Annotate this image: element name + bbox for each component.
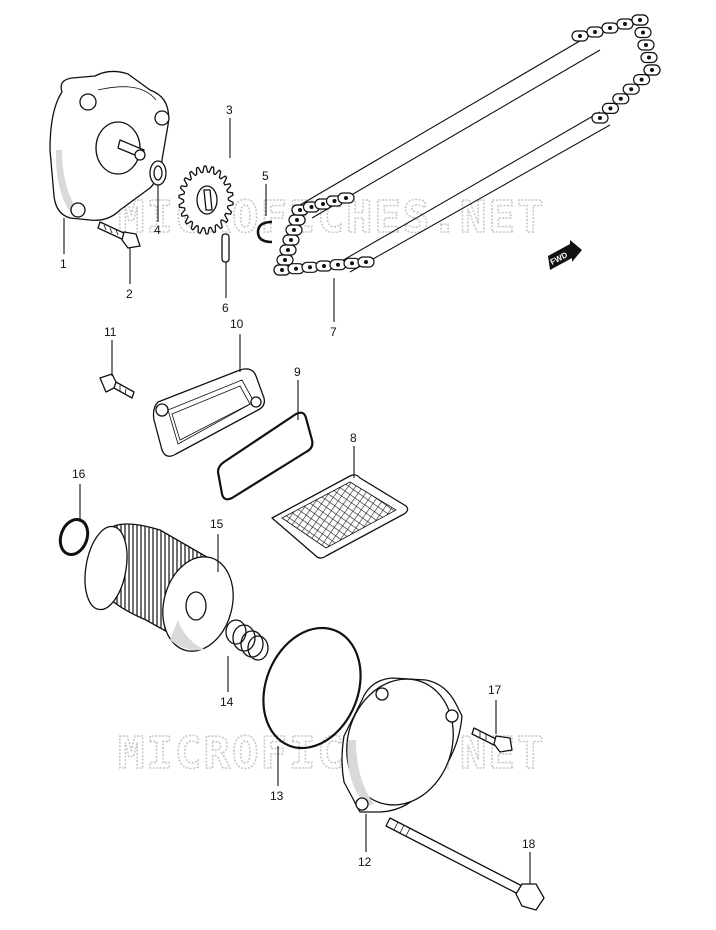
strainer-gasket bbox=[216, 411, 314, 501]
chain-pin bbox=[309, 205, 314, 209]
chain-pin bbox=[647, 55, 651, 60]
callout-2: 2 bbox=[126, 287, 133, 301]
chain-pin bbox=[618, 96, 623, 101]
callout-14: 14 bbox=[220, 695, 234, 709]
chain-pin bbox=[321, 202, 325, 206]
callout-11: 11 bbox=[104, 325, 117, 339]
chain-pin bbox=[598, 116, 602, 120]
callouts: 1 2 3 4 5 6 7 8 9 10 11 12 13 14 15 16 1… bbox=[60, 103, 536, 869]
fwd-arrow-icon: FWD bbox=[548, 240, 582, 270]
callout-8: 8 bbox=[350, 431, 357, 445]
callout-18: 18 bbox=[522, 837, 536, 851]
oil-pump-gear bbox=[178, 165, 234, 235]
bolt-pump bbox=[97, 221, 141, 249]
chain-pin bbox=[608, 106, 613, 111]
callout-4: 4 bbox=[154, 223, 161, 237]
callout-5: 5 bbox=[262, 169, 269, 183]
chain-pin bbox=[298, 208, 302, 212]
oil-filter bbox=[84, 523, 234, 652]
chain-pin bbox=[332, 199, 337, 203]
chain-pin bbox=[292, 228, 296, 232]
callout-1: 1 bbox=[60, 257, 67, 271]
chain-pin bbox=[336, 262, 340, 267]
bolt-strainer bbox=[99, 373, 135, 399]
o-ring-large bbox=[262, 626, 362, 750]
pin bbox=[221, 233, 230, 263]
chain-pin bbox=[578, 34, 582, 38]
chain-pin bbox=[650, 68, 654, 72]
bolt-cover bbox=[471, 727, 513, 753]
chain-pin bbox=[286, 248, 290, 252]
chain-pin bbox=[364, 260, 368, 264]
oil-pump-body bbox=[49, 70, 170, 221]
chain-pin bbox=[629, 87, 634, 92]
callout-17: 17 bbox=[488, 683, 502, 697]
callout-7: 7 bbox=[330, 325, 337, 339]
cam-chain bbox=[273, 14, 661, 276]
chain-pin bbox=[289, 238, 293, 242]
chain-pin bbox=[639, 77, 644, 82]
bolt-long bbox=[385, 817, 545, 911]
watermark-bottom: MICROFICHES.NET bbox=[118, 728, 545, 779]
leader-lines bbox=[63, 118, 531, 884]
chain-pin bbox=[644, 43, 648, 47]
chain-pin bbox=[280, 268, 284, 272]
washer bbox=[149, 160, 167, 186]
chain-pin bbox=[308, 265, 312, 270]
chain-pin bbox=[608, 26, 612, 30]
chain-pin bbox=[638, 18, 642, 22]
chain-pin bbox=[593, 30, 597, 34]
chain-pin bbox=[641, 30, 645, 35]
callout-10: 10 bbox=[230, 317, 244, 331]
circlip bbox=[256, 220, 273, 244]
chain-pin bbox=[350, 261, 354, 266]
oil-strainer-plate bbox=[152, 368, 266, 457]
chain-pin bbox=[344, 196, 348, 200]
oil-strainer-screen bbox=[271, 474, 409, 559]
filter-spring bbox=[225, 619, 269, 661]
callout-6: 6 bbox=[222, 301, 229, 315]
callout-13: 13 bbox=[270, 789, 284, 803]
callout-16: 16 bbox=[72, 467, 86, 481]
callout-3: 3 bbox=[226, 103, 233, 117]
chain-pin bbox=[295, 218, 299, 222]
oil-filter-cover bbox=[341, 677, 463, 813]
chain-pin bbox=[294, 266, 298, 271]
chain-pin bbox=[283, 258, 287, 262]
callout-9: 9 bbox=[294, 365, 301, 379]
callout-15: 15 bbox=[210, 517, 224, 531]
o-ring-small bbox=[58, 518, 90, 556]
chain-pin bbox=[322, 264, 326, 268]
callout-12: 12 bbox=[358, 855, 372, 869]
chain-pin bbox=[623, 22, 627, 26]
